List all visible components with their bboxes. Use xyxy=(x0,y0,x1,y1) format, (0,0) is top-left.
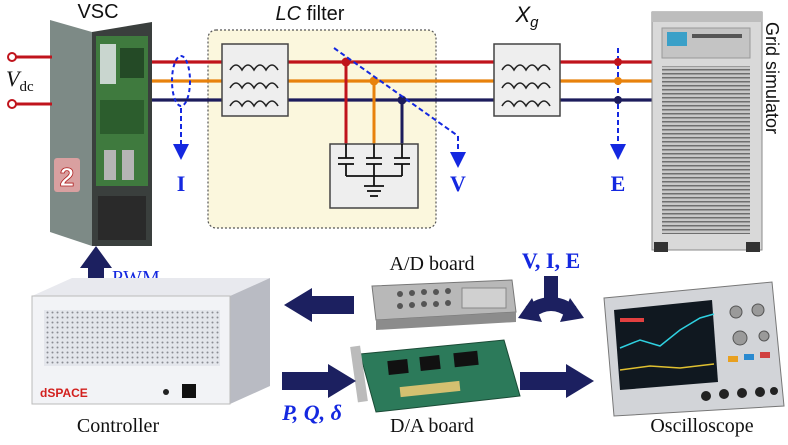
lc-filter-label: LC filter xyxy=(276,3,345,25)
oscilloscope-label: Oscilloscope xyxy=(650,415,753,437)
vsc-badge: 2 xyxy=(60,162,74,192)
vdc-label: Vdc xyxy=(6,66,34,95)
vsc-label: VSC xyxy=(77,1,118,23)
da-board-label: D/A board xyxy=(390,415,474,437)
current-label: I xyxy=(177,171,186,196)
dspace-logo: dSPACE xyxy=(40,386,88,400)
ad-board-label: A/D board xyxy=(390,253,475,275)
dc-terminals xyxy=(7,52,52,109)
measured-signals-label: V, I, E xyxy=(522,248,580,273)
controller-label: Controller xyxy=(77,415,160,437)
power-signals-label: P, Q, δ xyxy=(281,400,342,425)
controller-box xyxy=(31,278,270,405)
grid-simulator-label: Grid simulator xyxy=(762,22,782,134)
current-probe xyxy=(171,55,191,160)
signal-split-arrow xyxy=(518,276,584,322)
vsc-cabinet xyxy=(50,20,152,246)
capacitor-branch xyxy=(329,57,419,209)
oscilloscope xyxy=(603,281,785,417)
voltage-label: V xyxy=(450,171,466,196)
xg-label: Xg xyxy=(514,2,539,31)
controller-to-da-arrow xyxy=(282,364,356,398)
ad-board xyxy=(371,279,517,330)
voltage-probe xyxy=(333,47,466,168)
ad-to-controller-arrow xyxy=(284,288,354,322)
grid-simulator xyxy=(651,11,763,252)
grid-voltage-label: E xyxy=(611,171,626,196)
da-to-oscilloscope-arrow xyxy=(520,364,594,398)
grid-inductor xyxy=(493,43,561,117)
da-board xyxy=(350,339,521,413)
filter-inductor xyxy=(221,43,289,117)
grid-voltage-probe xyxy=(610,48,626,160)
